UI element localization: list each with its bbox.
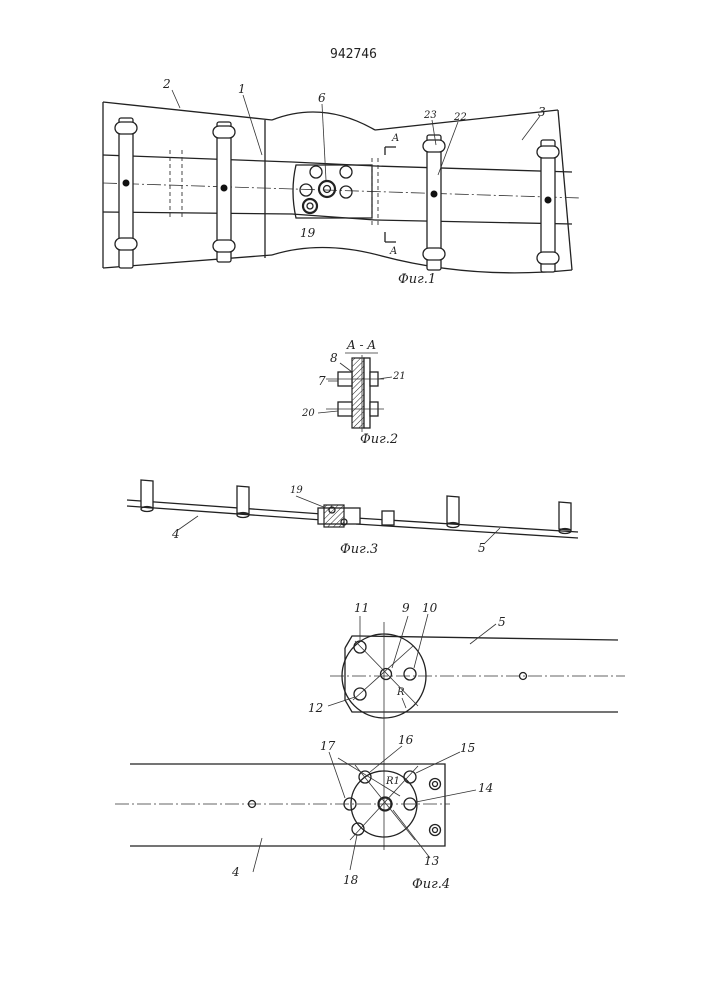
fig1-label-19: 19 — [300, 226, 316, 240]
figure-1: 2 1 6 23 22 3 19 A A Фиг.1 — [103, 77, 580, 287]
fig1-caption: Фиг.1 — [398, 272, 436, 287]
fig2-label-8: 8 — [330, 351, 338, 365]
slat-4 — [537, 140, 559, 272]
fig4-label-12: 12 — [308, 701, 323, 715]
fig3-label-4: 4 — [171, 527, 180, 541]
fig4-label-9: 9 — [402, 601, 410, 615]
fig1-label-6: 6 — [318, 91, 326, 105]
fig2-caption: Фиг.2 — [360, 432, 398, 447]
slat-3 — [423, 135, 445, 270]
fig4-label-15: 15 — [460, 741, 475, 755]
fig4-label-16: 16 — [398, 733, 414, 747]
fig4-label-13: 13 — [424, 854, 440, 868]
slat-1 — [115, 118, 137, 268]
fig4-label-14: 14 — [478, 781, 493, 795]
fig4-label-18: 18 — [343, 873, 359, 887]
fig1-label-23: 23 — [423, 110, 437, 121]
fig1-label-2: 2 — [162, 77, 171, 91]
fig4-label-5: 5 — [498, 615, 506, 629]
fig4-label-r1: R1 — [385, 776, 400, 787]
fig1-section-a-bottom: A — [389, 246, 397, 257]
fig1-label-1: 1 — [238, 82, 246, 96]
fig2-title: A - A — [346, 338, 376, 352]
fig2-label-7: 7 — [318, 374, 326, 388]
slat-2 — [213, 122, 235, 262]
fig4-label-11: 11 — [354, 601, 369, 615]
fig2-label-21: 21 — [392, 371, 406, 382]
fig3-caption: Фиг.3 — [340, 542, 378, 557]
fig2-label-20: 20 — [301, 408, 315, 419]
fig4-label-4: 4 — [231, 865, 240, 879]
fig4-caption: Фиг.4 — [412, 877, 450, 892]
figure-2: A - A 8 7 21 20 Фиг.2 — [301, 338, 406, 447]
figure-3: 19 4 5 Фиг.3 — [127, 480, 578, 557]
fig4-label-17: 17 — [320, 739, 336, 753]
fig3-label-19: 19 — [290, 485, 303, 496]
fig4-label-10: 10 — [422, 601, 438, 615]
figure-4: 11 9 10 5 R 12 17 16 15 R1 14 4 18 13 Фи… — [115, 601, 625, 892]
fig1-label-22: 22 — [453, 112, 467, 123]
fig1-section-a-top: A — [391, 133, 399, 144]
fig4-label-r: R — [396, 687, 405, 698]
patent-number: 942746 — [330, 47, 377, 62]
fig1-label-3: 3 — [538, 105, 546, 119]
